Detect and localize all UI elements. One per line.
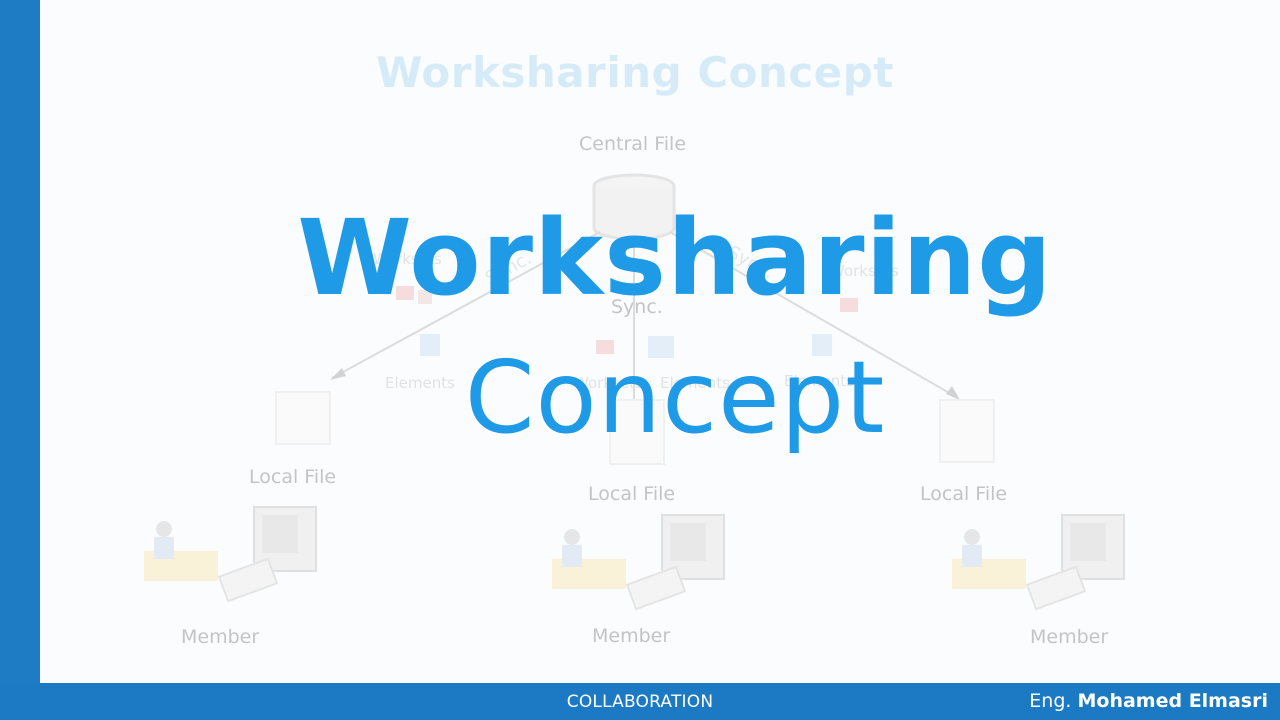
background-title: Worksharing Concept (376, 48, 894, 97)
central-file-label: Central File (579, 133, 687, 155)
sync-center-label: Sync. (611, 296, 663, 318)
element-icons (420, 334, 832, 358)
local-file-right-label: Local File (920, 483, 1008, 505)
section-label: COLLABORATION (566, 692, 714, 712)
worksets-center-label: Worksets (574, 374, 643, 392)
member-center-label: Member (592, 625, 671, 647)
diagram-graphics (144, 173, 1125, 611)
member-left-label: Member (181, 626, 260, 648)
footer-bar: COLLABORATION Eng. Mohamed Elmasri (0, 683, 1280, 720)
member-right-label: Member (1030, 626, 1109, 648)
author-credit: Eng. Mohamed Elmasri (1029, 690, 1268, 712)
faded-diagram: Worksharing Concept (40, 0, 1280, 683)
elements-left-label: Elements (385, 374, 455, 392)
main-title-line2: Concept (464, 339, 886, 456)
member-workstation-icons (144, 506, 1125, 611)
main-title-line1: Worksharing (297, 197, 1053, 319)
left-accent-bar (0, 0, 40, 720)
author-prefix: Eng. (1029, 690, 1072, 712)
workset-icons (396, 286, 858, 354)
local-file-icons (275, 391, 995, 465)
slide-canvas: Worksharing Concept (40, 0, 1280, 683)
main-title: Worksharing Concept (40, 188, 1280, 468)
worksets-left-label: Worksets (373, 250, 442, 268)
central-database-icon (592, 173, 676, 241)
sync-arrows (331, 231, 959, 410)
author-name: Mohamed Elmasri (1077, 690, 1268, 712)
local-file-center-label: Local File (588, 483, 676, 505)
elements-center-label: Elements (660, 374, 730, 392)
worksets-right-label: Worksets (830, 262, 899, 280)
elements-right-label: Elements (784, 372, 854, 390)
local-file-left-label: Local File (249, 466, 337, 488)
